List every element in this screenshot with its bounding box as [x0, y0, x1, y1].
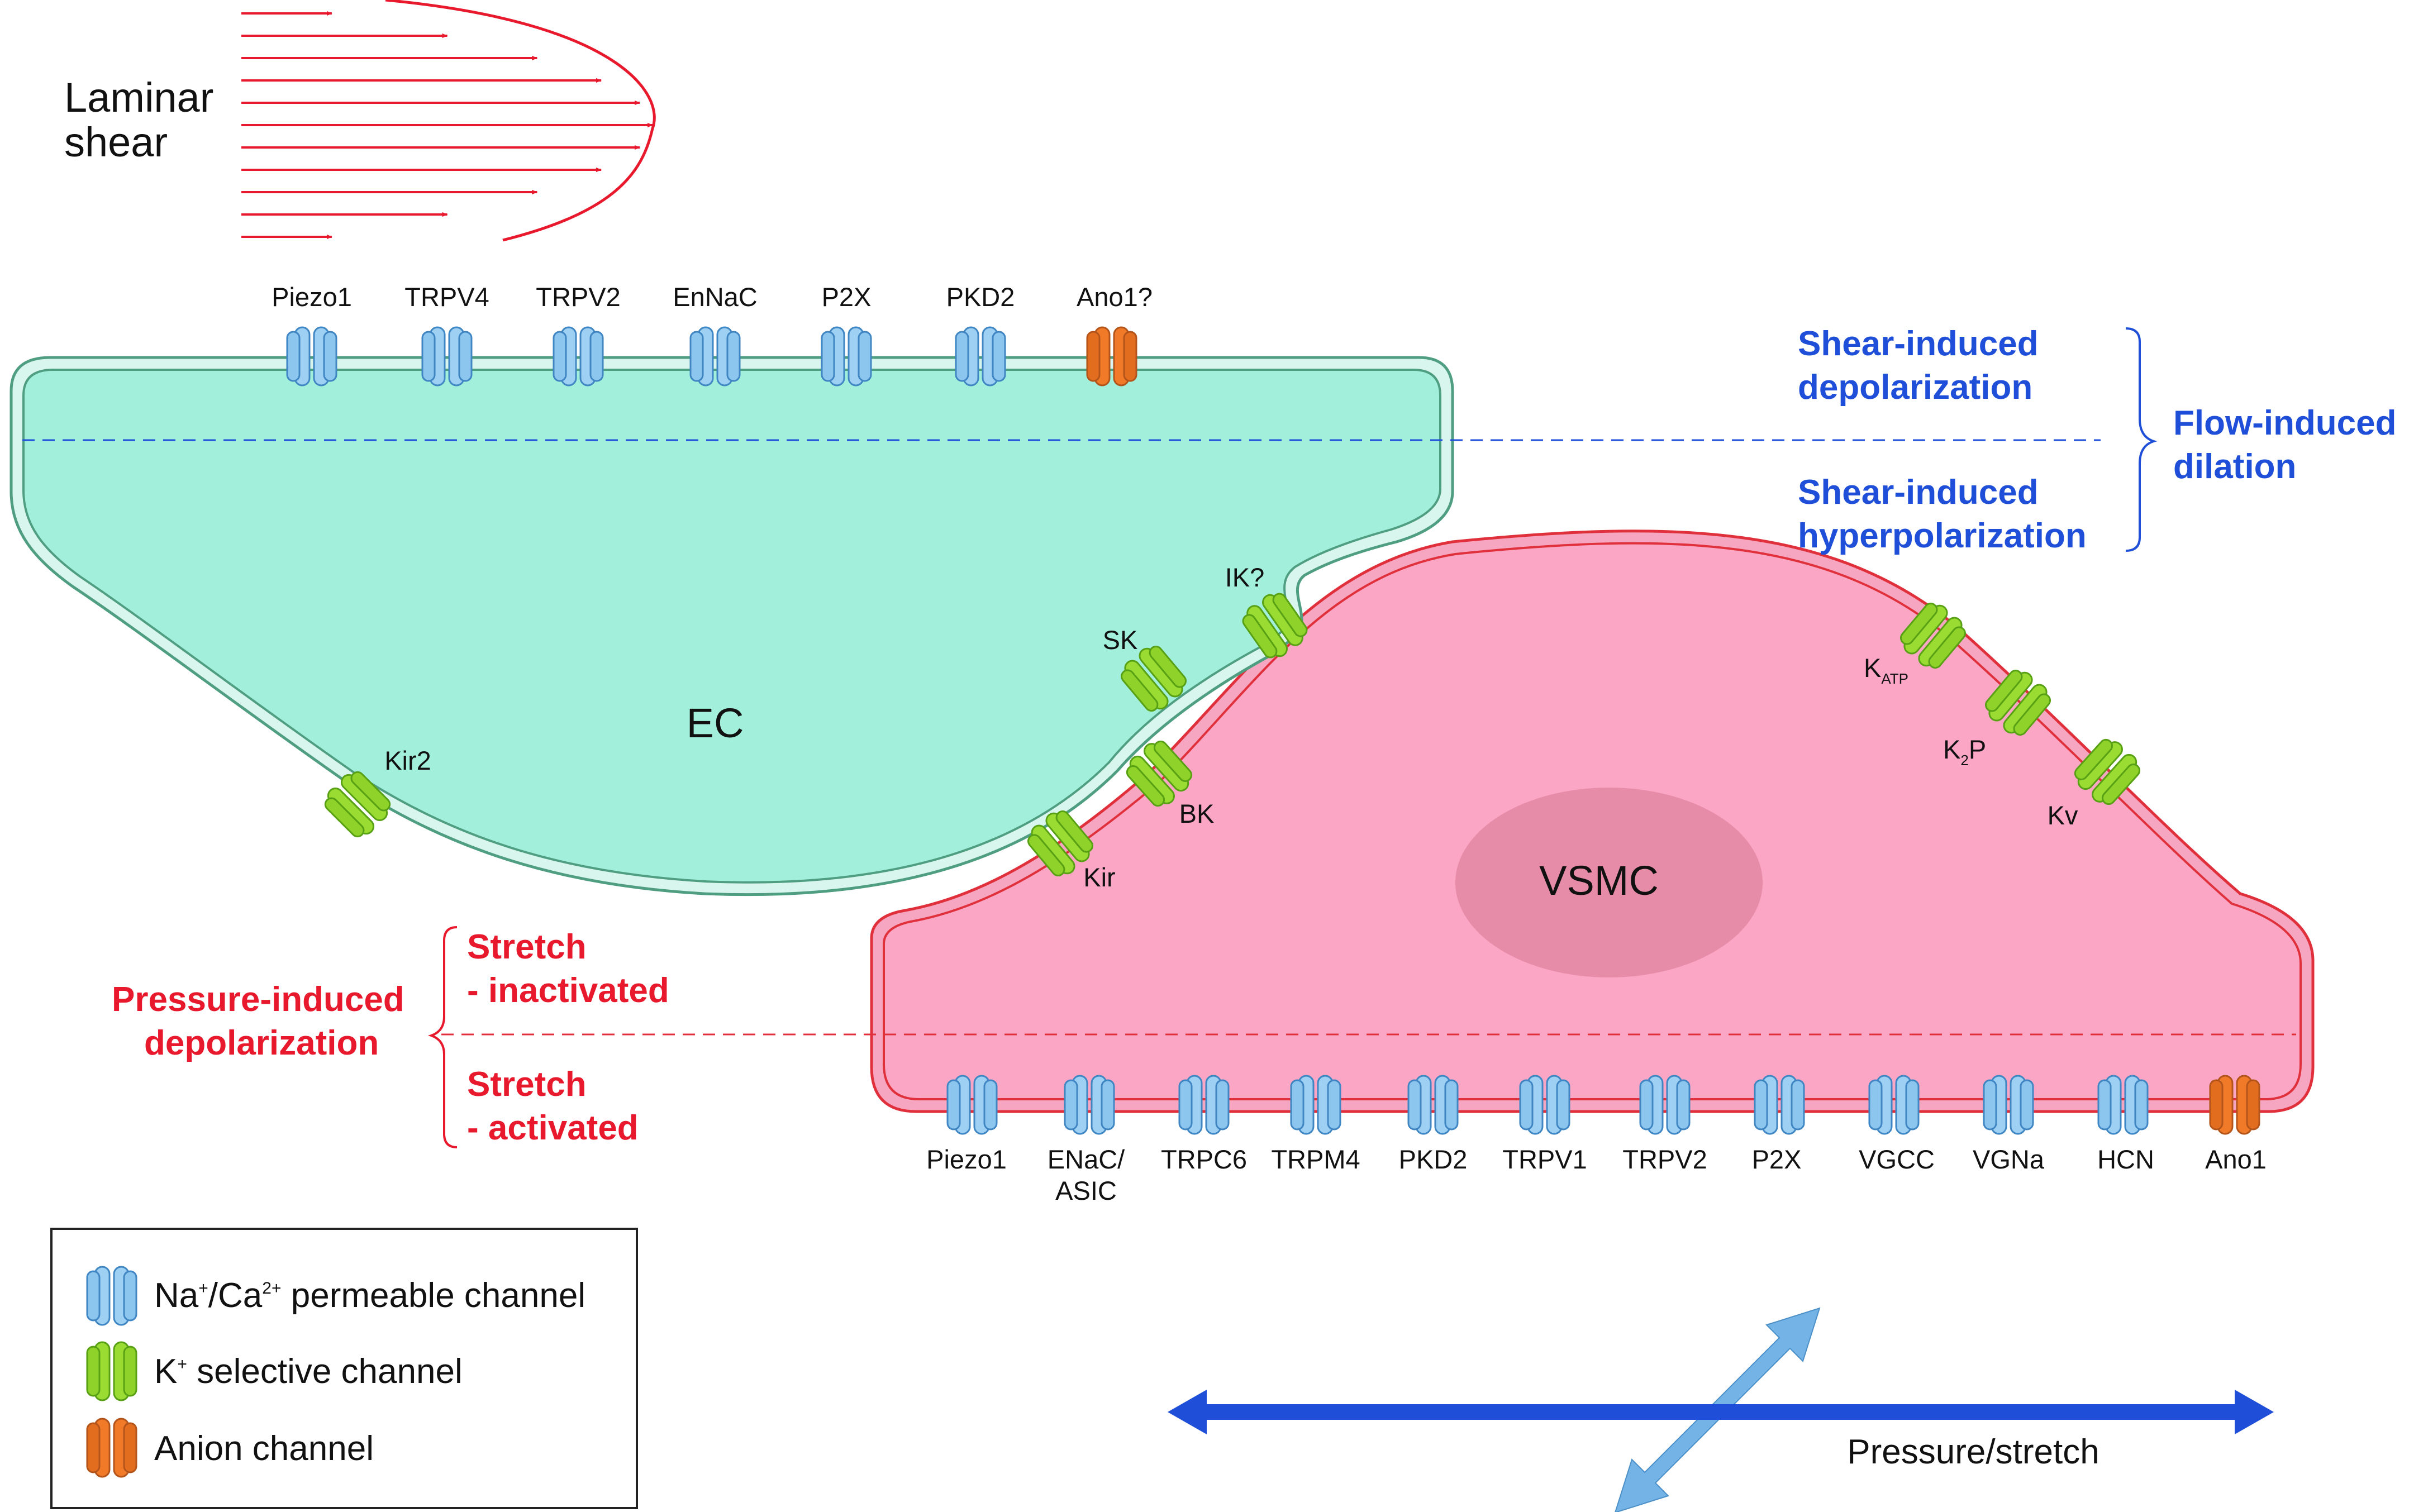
flow-label-line2: shear: [64, 119, 168, 165]
channel-label: ENaC/: [1048, 1144, 1125, 1174]
legend-box: [50, 1228, 638, 1509]
channel-label: KATP: [1864, 653, 1908, 687]
channel-label: IK?: [1225, 562, 1265, 592]
channel-label: TRPV2: [536, 282, 621, 312]
vsmc-channel-hcn: HCN: [2097, 1075, 2154, 1174]
vsmc-nucleus: [1455, 788, 1763, 977]
vsmc-channel-trpv2: TRPV2: [1622, 1075, 1707, 1174]
channel-label: VGNa: [1973, 1144, 2045, 1174]
vsmc-channel-k2p: K2P: [1943, 664, 2056, 769]
pressure-stretch-arrows: Pressure/stretch: [1168, 1307, 2274, 1512]
channel-label: SK: [1103, 625, 1138, 655]
channel-label: P2X: [1752, 1144, 1802, 1174]
vsmc-channel-piezo1: Piezo1: [926, 1075, 1007, 1174]
vsmc-channel-trpm4: TRPM4: [1271, 1075, 1360, 1174]
ec-k-channels: Kir2 SK IK?: [318, 562, 1313, 843]
legend-anion-label: Anion channel: [154, 1429, 374, 1468]
vsmc-channel-katp: KATP: [1864, 597, 1972, 687]
shear-hyper-line2: hyperpolarization: [1798, 517, 2087, 555]
vsmc-channel-p2x: P2X: [1752, 1075, 1805, 1174]
channel-label: TRPC6: [1161, 1144, 1247, 1174]
ec-channel-piezo1: Piezo1: [272, 282, 352, 387]
flow-profile-curve: [385, 0, 656, 242]
stretch-activated-line1: Stretch: [467, 1065, 587, 1104]
ec-channel-sk: SK: [1103, 625, 1192, 718]
pressure-induced-line2: depolarization: [144, 1024, 379, 1062]
ec-channel-trpv2: TRPV2: [536, 282, 621, 387]
legend-cation-label: Na+/Ca2+ permeable channel: [154, 1276, 585, 1315]
stretch-activated-line2: - activated: [467, 1109, 639, 1147]
vsmc-cell: VSMC: [870, 530, 2315, 1113]
stretch-inactivated-line2: - inactivated: [467, 971, 669, 1010]
vsmc-bottom-channels: Piezo1 ENaC/ ASIC TRPC6 TRPM4 PKD2 TRPV1…: [926, 1075, 2267, 1205]
ec-channel-trpv4: TRPV4: [404, 282, 489, 387]
channel-label: ASIC: [1055, 1176, 1117, 1205]
flow-label-line1: Laminar: [64, 74, 213, 121]
ec-channel-pkd2: PKD2: [946, 282, 1015, 387]
flow-induced-line1: Flow-induced: [2173, 404, 2397, 442]
channel-label: HCN: [2097, 1144, 2154, 1174]
pressure-induced-line1: Pressure-induced: [112, 980, 404, 1019]
shear-depol-line2: depolarization: [1798, 368, 2032, 407]
ec-channel-ennac: EnNaC: [673, 282, 758, 387]
pressure-brace: [427, 926, 458, 1148]
vsmc-channel-trpv1: TRPV1: [1502, 1075, 1587, 1174]
channel-label: TRPM4: [1271, 1144, 1360, 1174]
vsmc-channel-pkd2: PKD2: [1399, 1075, 1468, 1174]
vsmc-label: VSMC: [1539, 857, 1659, 904]
shear-depol-line1: Shear-induced: [1798, 325, 2039, 363]
channel-label: Piezo1: [926, 1144, 1007, 1174]
ec-top-channels: Piezo1 TRPV4 TRPV2 EnNaC P2X PKD2 Ano1?: [272, 282, 1153, 387]
channel-label: PKD2: [946, 282, 1015, 312]
pressure-stretch-label: Pressure/stretch: [1847, 1433, 2099, 1471]
shear-hyper-line1: Shear-induced: [1798, 473, 2039, 512]
channel-label: TRPV2: [1622, 1144, 1707, 1174]
channel-label: Ano1?: [1077, 282, 1153, 312]
legend-k-label: K+ selective channel: [154, 1352, 463, 1391]
channel-label: Ano1: [2205, 1144, 2267, 1174]
ec-channel-ano1: Ano1?: [1077, 282, 1153, 387]
ec-channel-p2x: P2X: [821, 282, 872, 387]
channel-label: TRPV1: [1502, 1144, 1587, 1174]
channel-label: EnNaC: [673, 282, 758, 312]
stretch-inactivated-line1: Stretch: [467, 928, 587, 966]
vsmc-channel-enac-asic: ENaC/ ASIC: [1048, 1075, 1125, 1205]
vsmc-k-channels: Kir BK KATP K2P Kv: [1022, 597, 2146, 892]
flow-arrows: [241, 11, 653, 240]
ec-channel-ik: IK?: [1225, 562, 1313, 665]
legend: Na+/Ca2+ permeable channel K+ selective …: [50, 1228, 638, 1509]
channel-label: TRPV4: [404, 282, 489, 312]
shear-annotations: Shear-induced depolarization Shear-induc…: [1798, 325, 2397, 555]
channel-label: P2X: [822, 282, 872, 312]
channel-label: VGCC: [1859, 1144, 1935, 1174]
channel-label: Kir: [1083, 862, 1115, 892]
channel-label: Kv: [2048, 800, 2078, 830]
shear-brace: [2125, 327, 2158, 552]
ec-channel-kir2: Kir2: [318, 746, 431, 843]
vsmc-channel-ano1: Ano1: [2205, 1075, 2267, 1174]
laminar-shear-flow: Laminar shear: [64, 0, 656, 242]
vsmc-channel-kv: Kv: [2048, 733, 2146, 830]
channel-label: PKD2: [1399, 1144, 1468, 1174]
channel-label: Kir2: [384, 746, 431, 775]
ec-label: EC: [687, 700, 744, 746]
channel-label: BK: [1179, 799, 1215, 828]
ec-cell: EC: [9, 356, 1454, 896]
pressure-annotations: Pressure-induced depolarization Stretch …: [112, 926, 669, 1148]
vsmc-channel-vgcc: VGCC: [1859, 1075, 1935, 1174]
vsmc-channel-vgna: VGNa: [1973, 1075, 2045, 1174]
pressure-horizontal-arrow: [1168, 1390, 2274, 1434]
ec-inner-membrane: [22, 369, 1441, 884]
flow-induced-line2: dilation: [2173, 447, 2296, 486]
vsmc-channel-kir: Kir: [1022, 804, 1116, 892]
channel-label: K2P: [1943, 734, 1986, 769]
vsmc-channel-bk: BK: [1121, 734, 1215, 828]
channel-label: Piezo1: [272, 282, 352, 312]
vsmc-channel-trpc6: TRPC6: [1161, 1075, 1247, 1174]
